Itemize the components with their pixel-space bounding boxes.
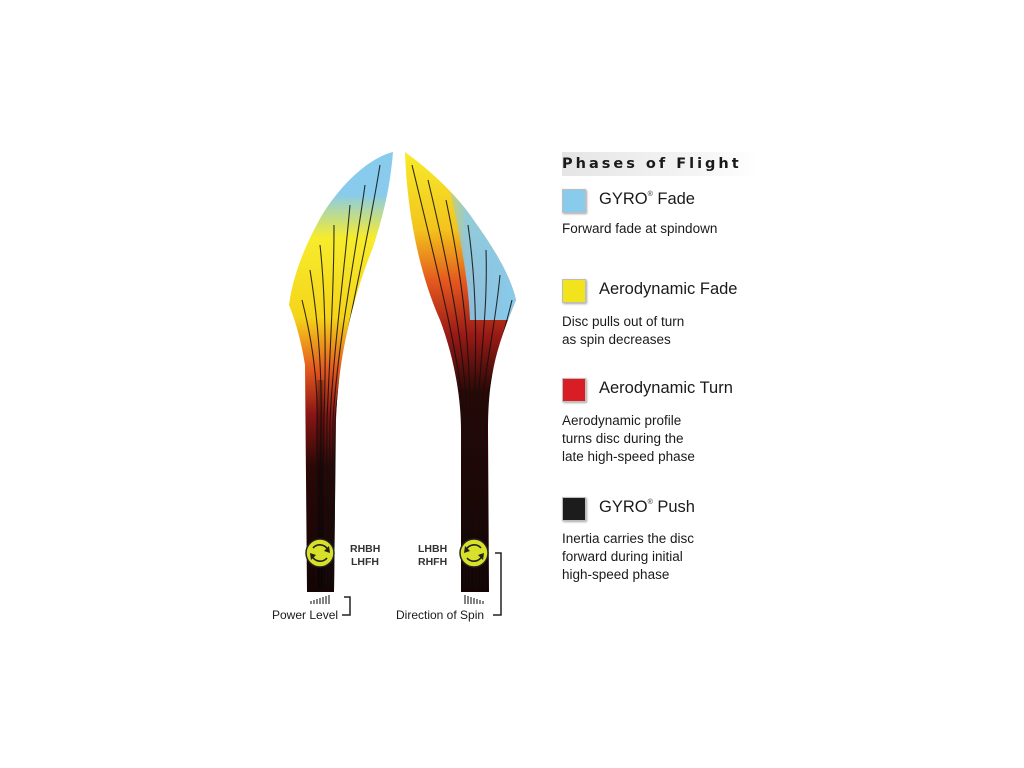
gyro-push-description: Inertia carries the disc forward during …: [562, 531, 695, 582]
right-throw-label-1: LHBH: [418, 543, 447, 555]
aerodynamic-turn-swatch: [562, 378, 586, 402]
left-spin-icon: [305, 538, 335, 568]
legend-title: Phases of Flight: [562, 152, 758, 176]
legend-item-aerodynamic-turn: Aerodynamic Turn Aerodynamic profile tur…: [562, 378, 792, 478]
phases-legend: Phases of Flight GYRO® Fade Forward fade…: [562, 152, 792, 582]
right-path-flight-lines: [411, 164, 513, 588]
spin-direction-ticks-icon: [464, 595, 484, 604]
left-path-shape: [289, 152, 393, 592]
left-path-flight-lines: [301, 164, 381, 589]
spin-direction-caption: Direction of Spin: [396, 608, 484, 622]
aerodynamic-fade-swatch: [562, 279, 586, 303]
legend-item-aerodynamic-fade: Aerodynamic Fade Disc pulls out of turn …: [562, 279, 792, 359]
gyro-fade-title: GYRO® Fade: [599, 190, 695, 208]
spin-direction-bracket: [493, 552, 502, 616]
gyro-fade-description: Forward fade at spindown: [562, 221, 718, 236]
gyro-push-swatch: [562, 497, 586, 521]
aerodynamic-turn-title: Aerodynamic Turn: [599, 379, 733, 397]
left-flight-path: [289, 152, 393, 592]
power-level-ticks-icon: [310, 595, 330, 604]
legend-item-gyro-push: GYRO® Push Inertia carries the disc forw…: [562, 497, 792, 597]
aerodynamic-fade-title: Aerodynamic Fade: [599, 280, 738, 298]
gyro-push-title: GYRO® Push: [599, 498, 695, 516]
right-flight-path: [405, 152, 516, 592]
power-level-caption: Power Level: [272, 608, 338, 622]
aerodynamic-fade-description: Disc pulls out of turn as spin decreases: [562, 314, 685, 347]
left-throw-label-1: RHBH: [350, 543, 380, 555]
right-throw-label-2: RHFH: [418, 556, 447, 568]
left-throw-label-2: LHFH: [351, 556, 379, 568]
aerodynamic-turn-description: Aerodynamic profile turns disc during th…: [562, 413, 695, 464]
legend-item-gyro-fade: GYRO® Fade Forward fade at spindown: [562, 189, 792, 259]
right-spin-icon: [459, 538, 489, 568]
gyro-fade-swatch: [562, 189, 586, 213]
power-level-bracket: [342, 596, 351, 616]
